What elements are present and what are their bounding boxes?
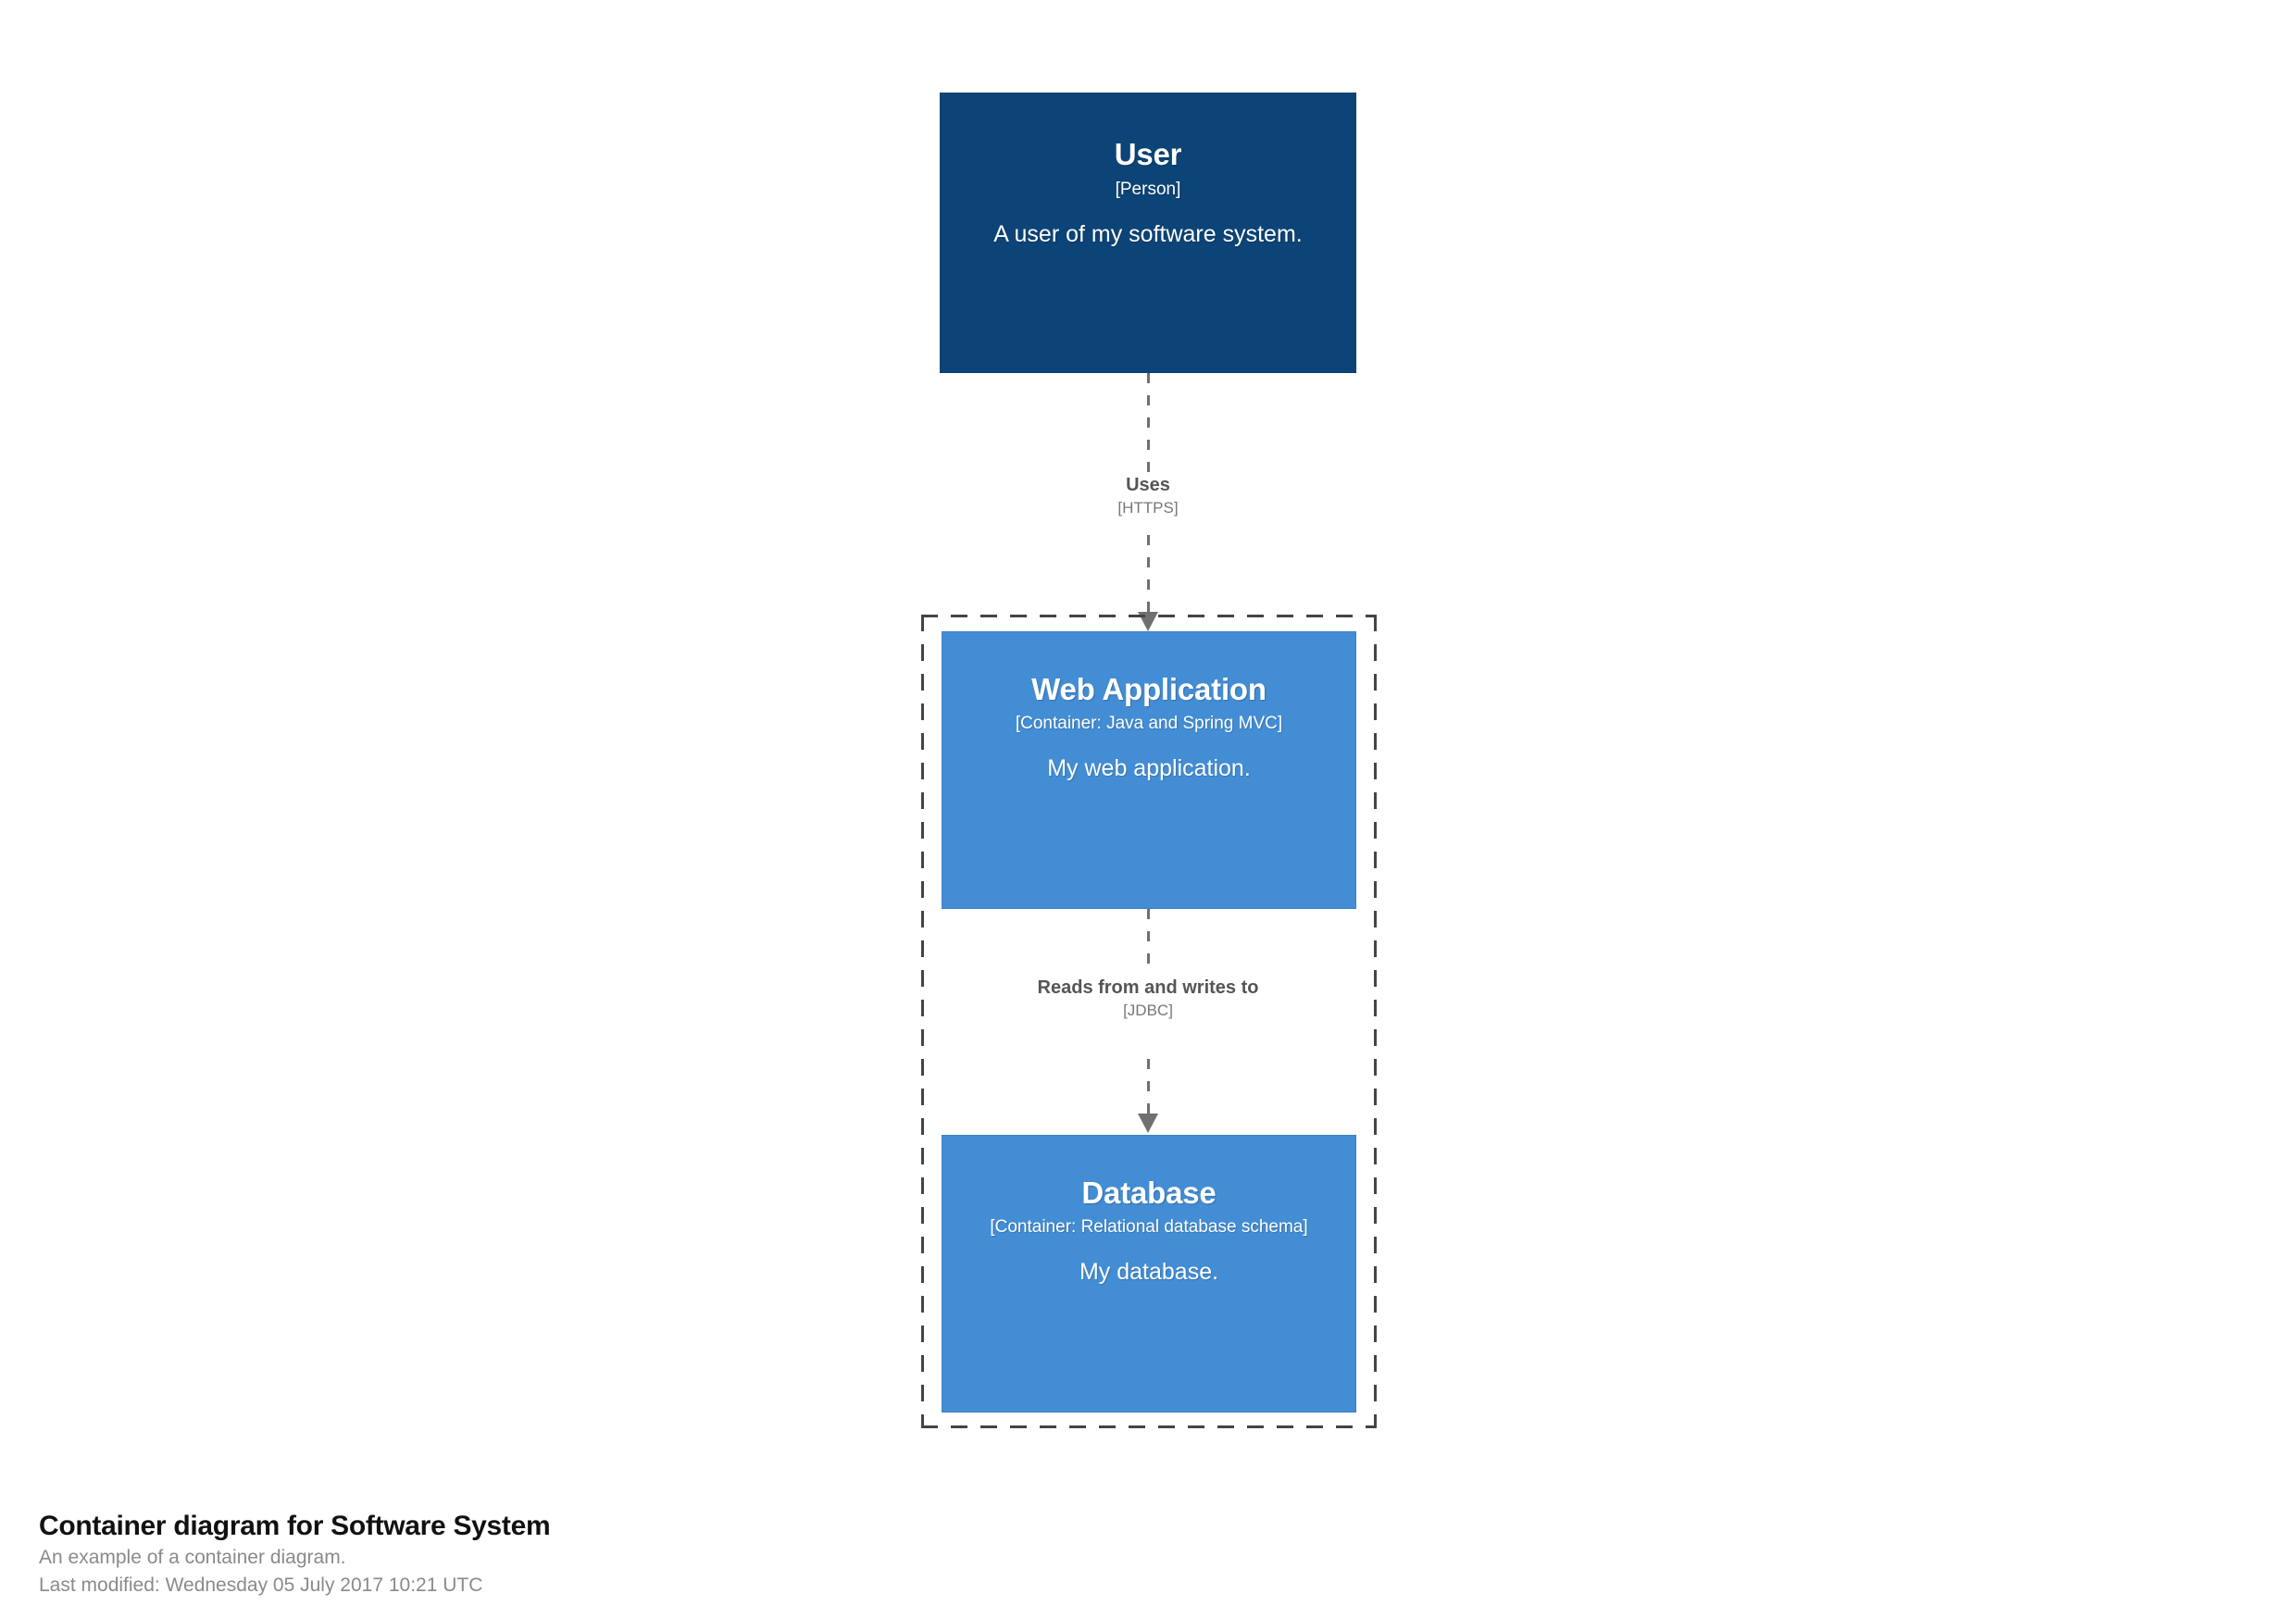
element-user-description: A user of my software system. [993, 221, 1303, 248]
arrow-head-icon [1138, 1114, 1158, 1133]
page-title: Container diagram for Software System [39, 1511, 551, 1541]
element-web-application[interactable]: Web Application [Container: Java and Spr… [942, 631, 1356, 909]
element-web-application-description: My web application. [1047, 755, 1251, 782]
relationship-uses-line-lower [1147, 535, 1150, 616]
relationship-uses-label: Uses [HTTPS] [1009, 474, 1287, 518]
element-web-application-text: Web Application [Container: Java and Spr… [959, 672, 1339, 783]
last-modified-text: Last modified: Wednesday 05 July 2017 10… [39, 1574, 483, 1596]
boundary-edge-left [921, 615, 924, 1428]
element-database-name: Database [1081, 1176, 1217, 1210]
arrow-head-icon [1138, 612, 1158, 631]
relationship-reads-writes-description: Reads from and writes to [1037, 977, 1259, 998]
boundary-edge-bottom [921, 1425, 1377, 1428]
relationship-uses-line-upper [1147, 373, 1150, 477]
relationship-reads-writes-line-upper [1147, 909, 1150, 976]
diagram-subtitle: An example of a container diagram. [39, 1546, 346, 1568]
relationship-uses-description: Uses [1126, 475, 1170, 495]
element-database-type: [Container: Relational database schema] [990, 1217, 1308, 1238]
relationship-reads-writes-technology: [JDBC] [1123, 1002, 1173, 1020]
boundary-edge-right [1374, 615, 1377, 1428]
element-web-application-name: Web Application [1031, 672, 1267, 706]
element-database-text: Database [Container: Relational database… [959, 1176, 1339, 1287]
element-database-description: My database. [1079, 1259, 1219, 1286]
element-user-type: [Person] [1115, 180, 1181, 200]
element-user[interactable]: User [Person] A user of my software syst… [940, 93, 1356, 373]
element-web-application-type: [Container: Java and Spring MVC] [1015, 714, 1283, 734]
relationship-uses-technology: [HTTPS] [1117, 499, 1179, 517]
element-database[interactable]: Database [Container: Relational database… [942, 1135, 1356, 1413]
element-user-name: User [1114, 137, 1182, 171]
element-user-text: User [Person] A user of my software syst… [957, 137, 1339, 249]
relationship-reads-writes-label: Reads from and writes to [JDBC] [1009, 977, 1287, 1021]
diagram-caption: Container diagram for Software System An… [39, 1509, 1335, 1599]
relationship-reads-writes-line-lower [1147, 1059, 1150, 1118]
